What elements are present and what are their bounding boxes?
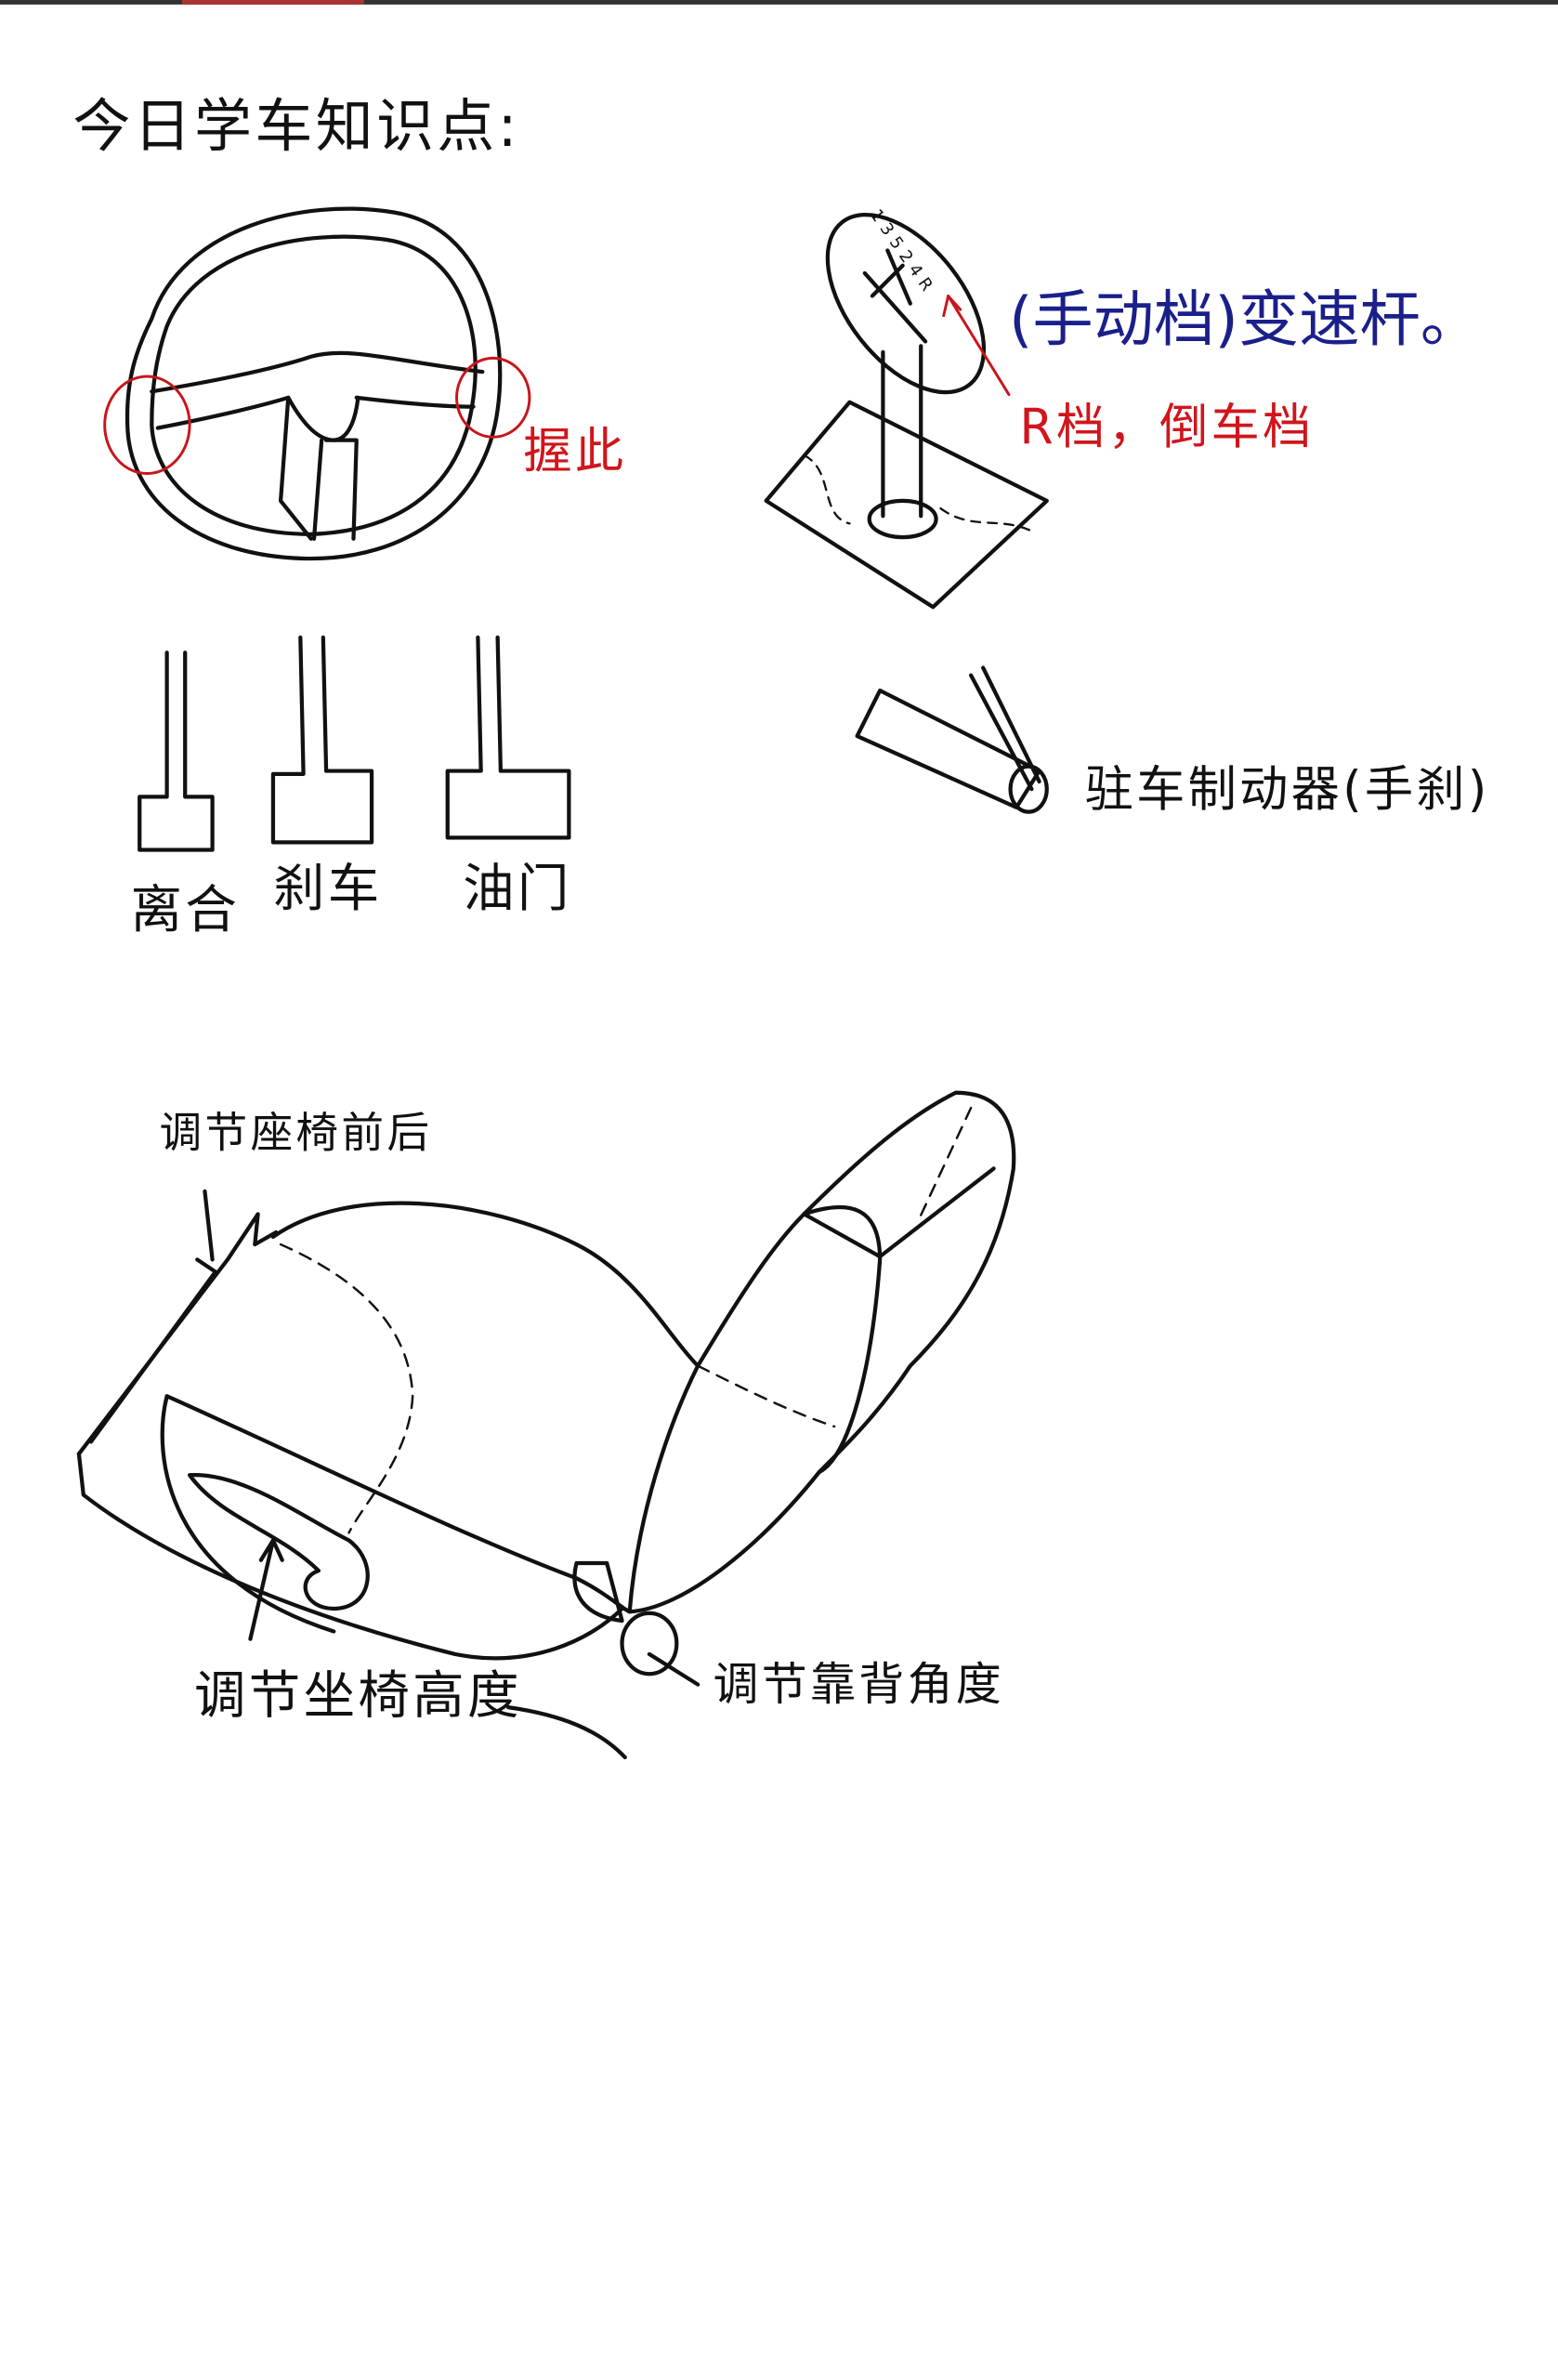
seat-drawing xyxy=(76,1090,1016,1760)
grip-label: 握此 xyxy=(523,421,627,480)
seat-height-label: 调节坐椅高度 xyxy=(194,1666,522,1728)
pedal-label-brake: 刹车 xyxy=(272,859,383,920)
parking-brake-label: 驻车制动器(手刹) xyxy=(1084,760,1490,819)
gear-shift-drawing xyxy=(764,212,1049,610)
gear-shift-label: (手动档)变速杆。 xyxy=(1008,285,1482,356)
pedal-label-accelerator: 油门 xyxy=(463,859,572,920)
grip-circle-left xyxy=(103,375,191,475)
backrest-angle-label: 调节靠背角度 xyxy=(713,1658,1005,1713)
gear-note-label: R档，倒车档 xyxy=(1019,397,1315,455)
grip-circle-right xyxy=(455,356,531,439)
parking-brake-drawing xyxy=(855,665,1049,814)
page-title: 今日学车知识点: xyxy=(72,92,520,160)
pedals-drawing xyxy=(137,635,571,852)
page-top-edge xyxy=(0,0,1558,5)
pedal-label-clutch: 离合 xyxy=(130,880,241,941)
steering-wheel-drawing xyxy=(103,206,531,561)
seat-fore-aft-label: 调节座椅前后 xyxy=(159,1108,433,1158)
